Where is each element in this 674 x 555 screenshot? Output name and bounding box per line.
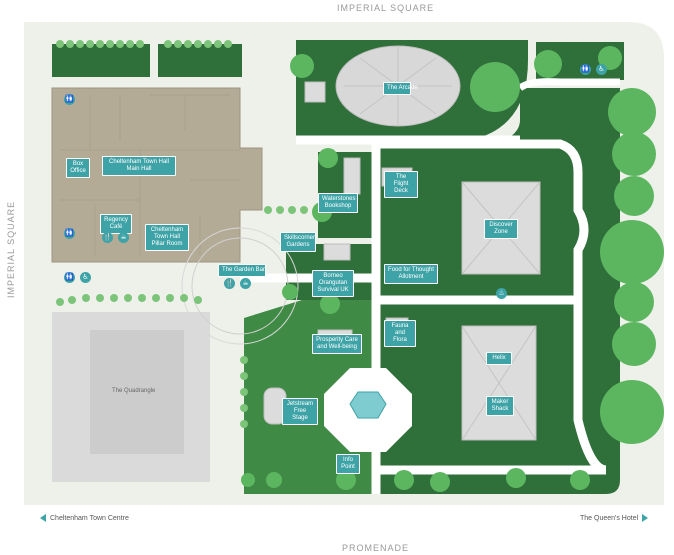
label-food-for-thought[interactable]: Food for Thought Allotment: [384, 264, 438, 284]
food-drink-icon: ☕: [118, 232, 129, 243]
label-pillar-room[interactable]: Cheltenham Town Hall Pillar Room: [145, 224, 189, 251]
label-box-office[interactable]: Box Office: [66, 158, 90, 178]
direction-right[interactable]: The Queen's Hotel: [580, 514, 649, 522]
label-skillscorner[interactable]: Skillscorner Gardens: [280, 232, 316, 252]
toilets-icon: 🚻: [64, 228, 75, 239]
food-drink-icon: 🍴: [102, 232, 113, 243]
direction-right-label: The Queen's Hotel: [580, 514, 639, 522]
label-garden-bar[interactable]: The Garden Bar: [218, 264, 266, 277]
direction-left[interactable]: Cheltenham Town Centre: [40, 514, 129, 522]
water-refill-icon: ♨: [496, 288, 507, 299]
label-arcade[interactable]: The Arcade: [383, 82, 418, 95]
label-main-hall[interactable]: Cheltenham Town Hall Main Hall: [102, 156, 176, 176]
toilets-icon: 🚻: [64, 94, 75, 105]
label-helix[interactable]: Helix: [486, 352, 512, 365]
label-discover-zone[interactable]: Discover Zone: [484, 219, 518, 239]
street-left: IMPERIAL SQUARE: [6, 200, 16, 298]
label-jetstream[interactable]: Jetstream Free Stage: [282, 398, 318, 425]
food-drink-icon: 🍴: [224, 278, 235, 289]
arrow-left-icon: [40, 514, 46, 522]
arrow-right-icon: [642, 514, 649, 522]
accessible-toilet-icon: ♿: [596, 64, 607, 75]
label-waterstones[interactable]: Waterstones Bookshop: [318, 193, 358, 213]
street-top: IMPERIAL SQUARE: [337, 3, 435, 13]
toilets-icon: 🚻: [580, 64, 591, 75]
label-borneo[interactable]: Borneo Orangutan Survival UK: [312, 270, 354, 297]
label-flight-deck[interactable]: The Flight Deck: [384, 171, 418, 198]
accessible-toilet-icon: ♿: [80, 272, 91, 283]
label-info-point[interactable]: Info Point: [336, 454, 360, 474]
street-bottom: PROMENADE: [342, 543, 410, 553]
label-quadrangle[interactable]: The Quadrangle: [112, 388, 156, 394]
direction-left-label: Cheltenham Town Centre: [50, 514, 129, 522]
toilets-icon: 🚻: [64, 272, 75, 283]
label-regency-cafe[interactable]: Regency Café: [100, 214, 132, 234]
label-fauna-flora[interactable]: Fauna and Flora: [384, 320, 416, 347]
label-prosperity[interactable]: Prosperity Care and Well-being: [312, 334, 362, 354]
food-drink-icon: ☕: [240, 278, 251, 289]
label-maker-shack[interactable]: Maker Shack: [486, 396, 514, 416]
